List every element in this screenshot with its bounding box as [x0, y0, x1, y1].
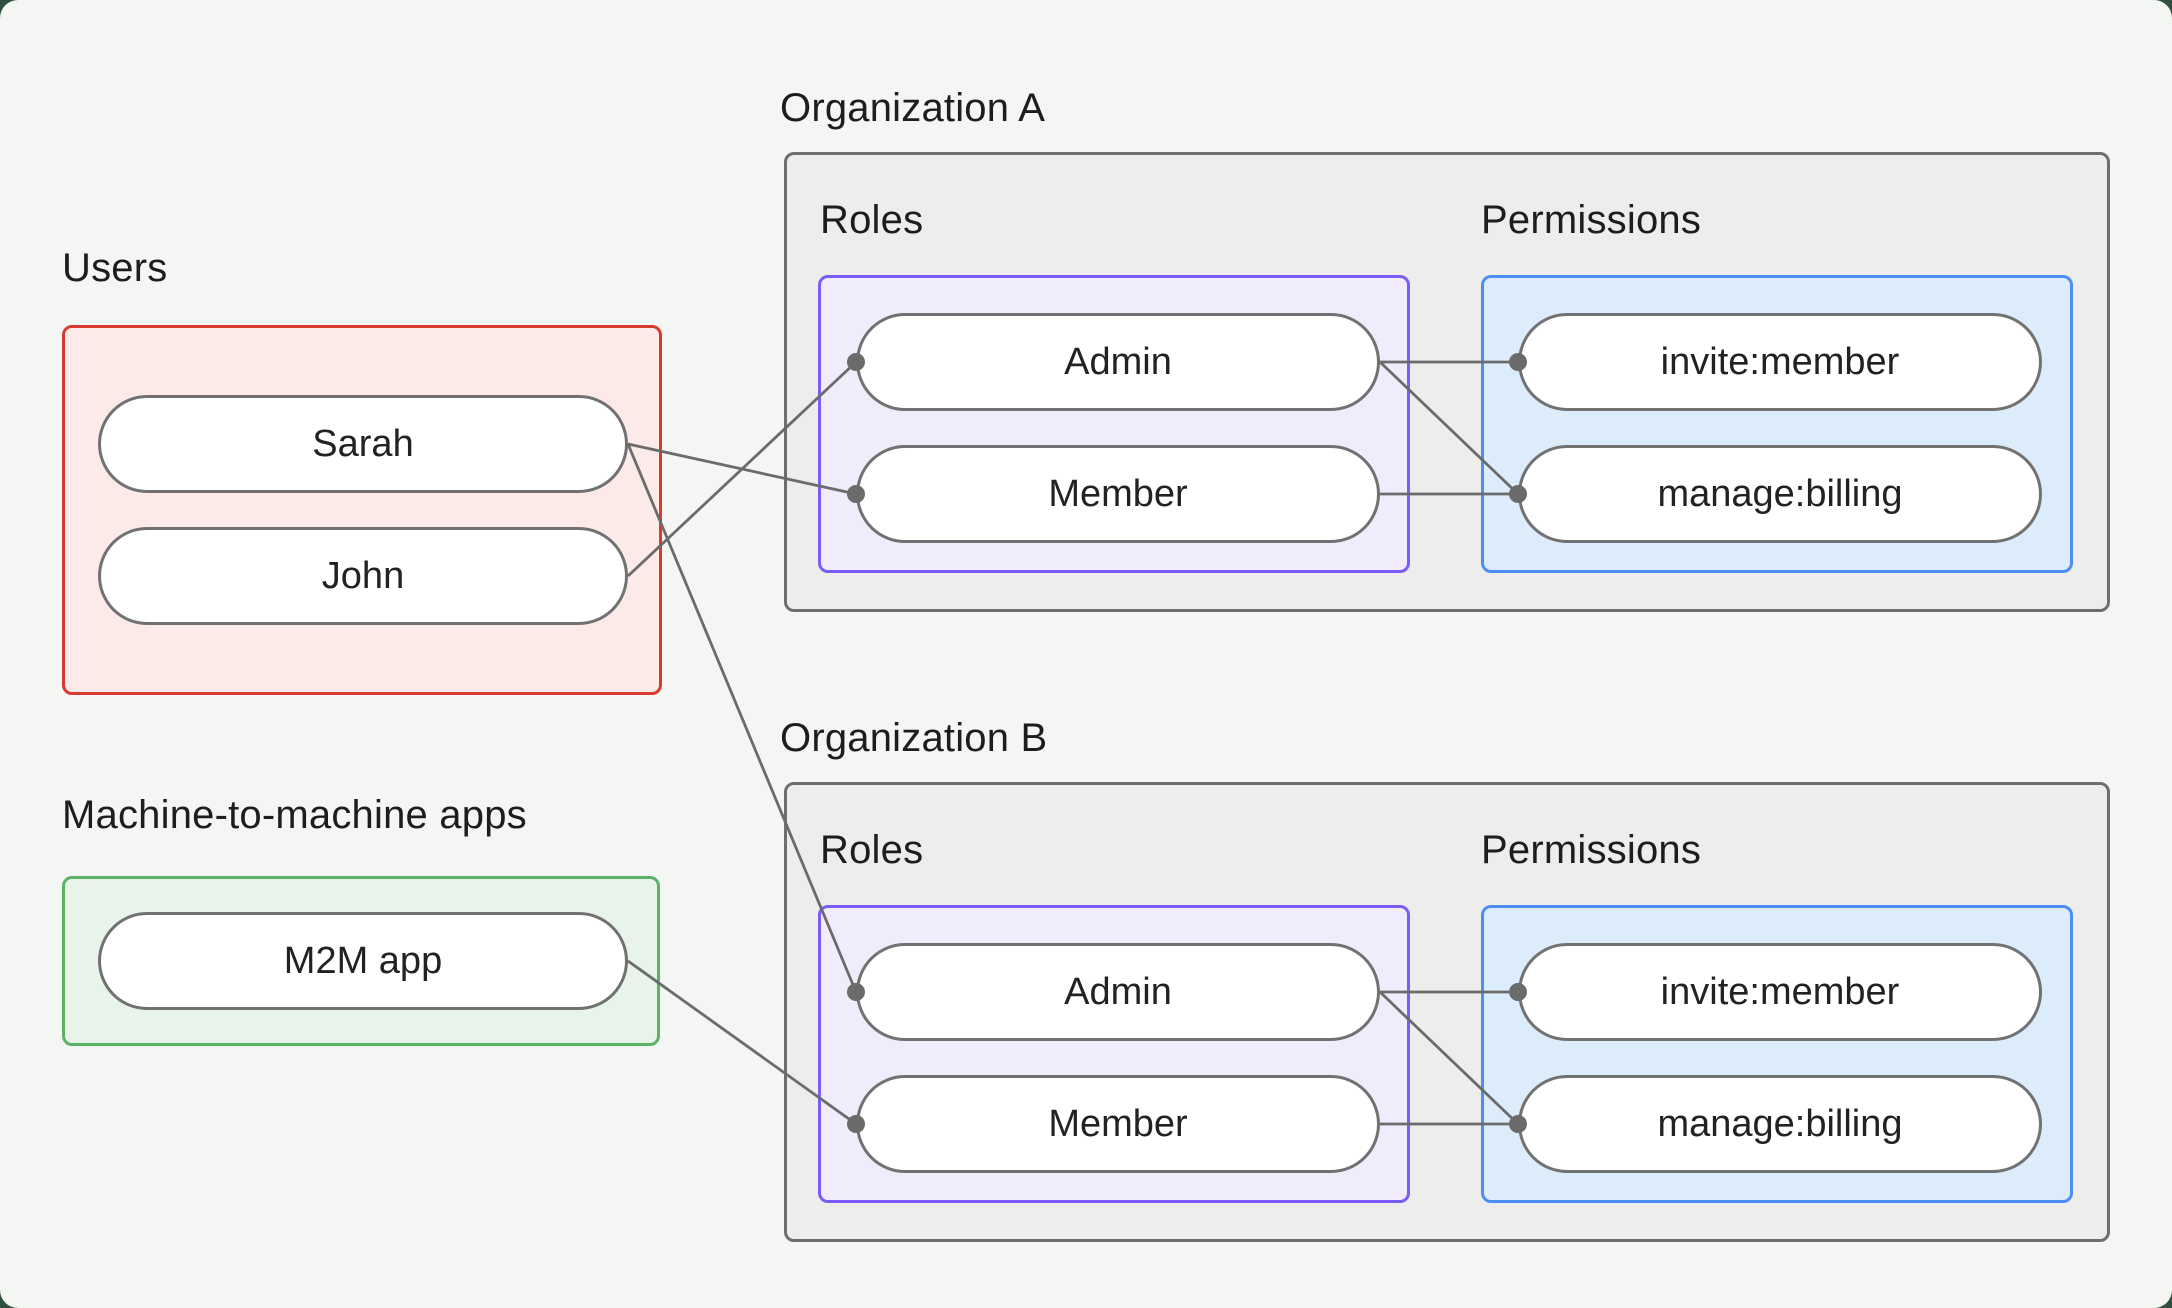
org-b-roles-title: Roles — [820, 828, 924, 872]
org-b-permissions-title: Permissions — [1481, 828, 1702, 872]
user-node-john: John — [98, 527, 628, 625]
org-a-role-member-label: Member — [1048, 472, 1188, 515]
m2m-node-app-label: M2M app — [283, 939, 443, 982]
org-a-permission-invite-member-label: invite:member — [1660, 340, 1900, 383]
user-node-sarah-label: Sarah — [312, 422, 414, 465]
org-b-role-member: Member — [856, 1075, 1380, 1173]
org-a-role-admin: Admin — [856, 313, 1380, 411]
user-node-sarah: Sarah — [98, 395, 628, 493]
org-b-role-admin: Admin — [856, 943, 1380, 1041]
org-a-permissions-title: Permissions — [1481, 198, 1702, 242]
m2m-title: Machine-to-machine apps — [62, 793, 527, 837]
org-a-role-admin-label: Admin — [1064, 340, 1172, 383]
org-a-permission-manage-billing-label: manage:billing — [1657, 472, 1903, 515]
org-b-permission-invite-member-label: invite:member — [1660, 970, 1900, 1013]
org-a-role-member: Member — [856, 445, 1380, 543]
org-b-permission-manage-billing-label: manage:billing — [1657, 1102, 1903, 1145]
org-a-title: Organization A — [780, 86, 1046, 130]
org-a-roles-title: Roles — [820, 198, 924, 242]
org-b-title: Organization B — [780, 716, 1048, 760]
org-b-permission-invite-member: invite:member — [1518, 943, 2042, 1041]
user-node-john-label: John — [321, 554, 405, 597]
org-b-role-member-label: Member — [1048, 1102, 1188, 1145]
org-b-permission-manage-billing: manage:billing — [1518, 1075, 2042, 1173]
org-a-permission-invite-member: invite:member — [1518, 313, 2042, 411]
m2m-node-app: M2M app — [98, 912, 628, 1010]
users-group-box — [62, 325, 662, 695]
users-title: Users — [62, 246, 168, 290]
org-b-role-admin-label: Admin — [1064, 970, 1172, 1013]
org-a-permission-manage-billing: manage:billing — [1518, 445, 2042, 543]
